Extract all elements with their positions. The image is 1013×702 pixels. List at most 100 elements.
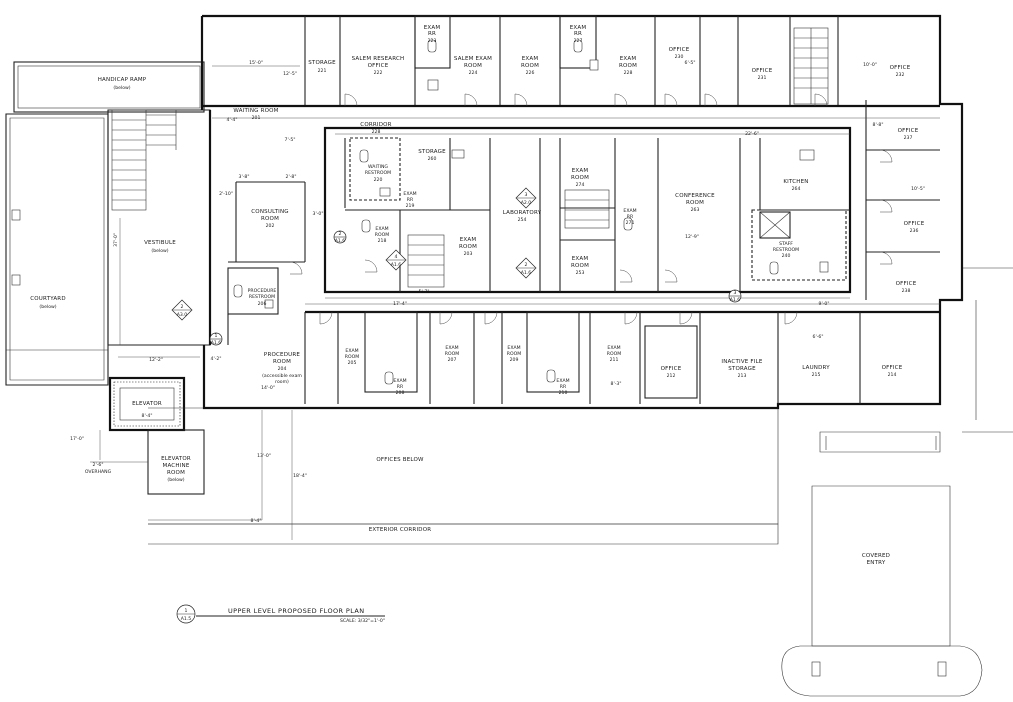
dim-15-0: 15'-0" (249, 60, 263, 66)
stair-core (407, 189, 610, 288)
room-exam-207-2: ROOM (445, 351, 459, 357)
room-inactive-file-2: STORAGE (728, 366, 756, 372)
room-exam-rr-208-num: 208 (396, 390, 405, 396)
elevator-machine-room (147, 429, 205, 495)
vestibule-sub: (below) (151, 248, 168, 254)
room-salem-research-1: SALEM RESEARCH (352, 56, 405, 62)
room-inactive-file-1: INACTIVE FILE (721, 359, 762, 365)
room-exam-rr-271-2: RR (627, 214, 634, 220)
room-exam-218-num: 218 (378, 238, 387, 244)
exterior-corridor-label: EXTERIOR CORRIDOR (369, 527, 432, 533)
room-office-214: OFFICE (882, 365, 903, 371)
room-exam-rr-210-1: EXAM (556, 378, 569, 384)
dim-2-10: 2'-10" (219, 191, 233, 197)
room-exam-rr-271-num: 271 (626, 220, 635, 226)
room-exam-228-2: ROOM (619, 63, 637, 69)
room-conference-num: 263 (691, 207, 700, 213)
room-conference-2: ROOM (686, 200, 704, 206)
room-office-236: OFFICE (904, 221, 925, 227)
room-exam-274-num: 274 (576, 182, 585, 188)
room-exam-226-num: 226 (526, 70, 535, 76)
covered-entry-line2: ENTRY (867, 560, 886, 566)
dim-10-5: 10'-5" (911, 186, 925, 192)
room-labels: STORAGE 221 SALEM RESEARCH OFFICE 222 EX… (233, 25, 924, 396)
svg-text:2: 2 (339, 231, 342, 237)
room-exam-203-num: 203 (464, 251, 473, 257)
room-office-212: OFFICE (661, 366, 682, 372)
dim-4-2: 4'-2" (211, 356, 222, 362)
dim-22-6: 22'-6" (745, 131, 759, 137)
room-proc-restroom-2: RESTROOM (249, 294, 275, 300)
room-exam-205-num: 205 (348, 360, 357, 366)
svg-text:2: 2 (181, 304, 184, 310)
svg-text:A1.6: A1.6 (391, 262, 402, 268)
svg-text:3: 3 (734, 290, 737, 296)
dim-2-6: 2'-6" (93, 462, 104, 468)
room-consulting-num: 202 (266, 223, 275, 229)
handicap-ramp-label: HANDICAP RAMP (98, 77, 147, 83)
room-exam-274-2: ROOM (571, 175, 589, 181)
room-exam-rr-223-num: 223 (428, 38, 437, 44)
dim-9-0: 9'-0" (819, 301, 830, 307)
room-exam-207-num: 207 (448, 357, 457, 363)
svg-text:1: 1 (215, 333, 218, 339)
elevator-dim: 8'-4" (142, 413, 153, 419)
room-salem-research-2: OFFICE (368, 63, 389, 69)
room-salem-exam-num: 224 (469, 70, 478, 76)
courtyard-sub: (below) (39, 304, 56, 310)
room-proc-restroom-num: 206 (258, 301, 267, 307)
dimension-labels: 15'-0" 12'-5" 4'-4" 7'-5" 2'-10" 3'-8" 2… (70, 60, 925, 524)
room-exam-218-2: ROOM (375, 232, 389, 238)
room-salem-exam-2: ROOM (464, 63, 482, 69)
room-office-232-num: 232 (896, 72, 905, 78)
detail-tag-2: 1 A1.6 (209, 332, 223, 346)
detail-tag-1: 2 A3.0 (171, 299, 193, 321)
detail-tags: 2 A3.0 1 A1.6 2 A1.6 3 A2.0 4 A1.6 (171, 187, 742, 346)
room-office-236-num: 236 (910, 228, 919, 234)
plumbing-fixtures (233, 39, 829, 385)
svg-text:4: 4 (395, 254, 398, 260)
room-staff-restroom-1: STAFF (779, 241, 793, 247)
detail-tag-4: 3 A2.0 (515, 187, 537, 209)
detail-tag-5: 4 A1.6 (385, 249, 407, 271)
dim-7-5: 7'-5" (285, 137, 296, 143)
room-exam-209-1: EXAM (507, 345, 520, 351)
machine-room-line1: ELEVATOR (161, 456, 191, 462)
room-laboratory: LABORATORY (503, 210, 542, 216)
covered-entry-outline (811, 485, 951, 647)
elevator-label: ELEVATOR (132, 401, 162, 407)
room-exam-209-num: 209 (510, 357, 519, 363)
room-office-237-num: 237 (904, 135, 913, 141)
room-exam-rr-219-num: 219 (406, 203, 415, 209)
room-exam-rr-210-2: RR (560, 384, 567, 390)
dim-4-4: 4'-4" (227, 117, 238, 123)
dim-17-4: 17'-4" (393, 301, 407, 307)
room-exam-226-2: ROOM (521, 63, 539, 69)
building-walls (200, 14, 964, 410)
room-exam-rr-227-1: EXAM (570, 25, 587, 31)
courtyard-outline (5, 113, 109, 386)
dim-6-6: 6'-6" (813, 334, 824, 340)
room-laundry-num: 215 (812, 372, 821, 378)
svg-text:A1.6: A1.6 (730, 297, 741, 303)
svg-text:A1.6: A1.6 (335, 238, 346, 244)
room-exam-207-1: EXAM (445, 345, 458, 351)
room-conference-1: CONFERENCE (675, 193, 715, 199)
room-waiting-restroom-2: RESTROOM (365, 170, 391, 176)
room-exam-rr-223-1: EXAM (424, 25, 441, 31)
room-procedure-sub2: room) (275, 379, 289, 385)
room-exam-228-num: 228 (624, 70, 633, 76)
dim-18-4: 18'-4" (293, 473, 307, 479)
title-tag-bottom: A1.5 (181, 616, 192, 622)
room-exam-rr-227-2: RR (574, 31, 582, 37)
room-exam-rr-227-num: 227 (574, 38, 583, 44)
room-exam-rr-271-1: EXAM (623, 208, 636, 214)
room-kitchen-num: 264 (792, 186, 801, 192)
dim-2-8: 2'-8" (286, 174, 297, 180)
dim-12-9: 12'-9" (685, 234, 699, 240)
vestibule-label: VESTIBULE (144, 240, 176, 246)
room-salem-exam-1: SALEM EXAM (454, 56, 492, 62)
room-procedure-1: PROCEDURE (264, 352, 300, 358)
room-laboratory-num: 254 (518, 217, 527, 223)
dim-12-2: 12'-2" (149, 357, 163, 363)
